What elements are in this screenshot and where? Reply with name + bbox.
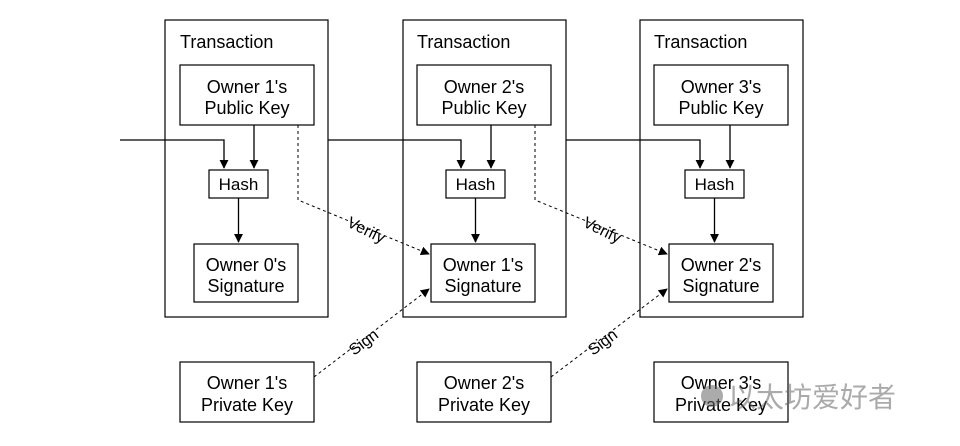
transaction-2-hash-label: Hash [456, 175, 496, 194]
transaction-3: Transaction Owner 3's Public Key Hash Ow… [639, 19, 804, 318]
chain-connectors [120, 125, 735, 243]
transaction-1: Transaction Owner 1's Public Key Hash Ow… [164, 19, 329, 318]
transaction-1-title: Transaction [180, 32, 273, 52]
private-key-3-line2: Private Key [675, 395, 767, 415]
prev-tx-to-hash-1-arrow [120, 139, 229, 169]
watermark-logo-icon [701, 385, 723, 407]
private-key-3-box [653, 361, 789, 423]
transaction-2-signature-line1: Owner 1's [443, 255, 523, 275]
transaction-1-public-key-line2: Public Key [204, 98, 289, 118]
private-key-1-line1: Owner 1's [207, 373, 287, 393]
private-key-3-line1: Owner 3's [681, 373, 761, 393]
sign-label-2: Sign [585, 326, 621, 359]
verify-label-1: Verify [344, 214, 387, 247]
private-key-2: Owner 2's Private Key [416, 361, 552, 423]
private-key-1-line2: Private Key [201, 395, 293, 415]
tx-1-to-hash-2-arrow [328, 139, 466, 169]
transaction-3-public-key-box [653, 64, 789, 126]
sign-arrow-2 [550, 288, 668, 378]
transaction-3-public-key-line2: Public Key [678, 98, 763, 118]
transaction-2-public-key-box [416, 64, 552, 126]
transaction-1-public-key-box [179, 64, 315, 126]
transaction-3-hash-label: Hash [695, 175, 735, 194]
transaction-2-signature-box [430, 243, 536, 303]
verify-arrow-1 [297, 125, 430, 256]
private-key-1: Owner 1's Private Key [179, 361, 315, 423]
tx-2-to-hash-3-arrow [566, 139, 705, 169]
transaction-1-signature-line2: Signature [207, 276, 284, 296]
sign-arrow-1 [313, 288, 430, 378]
private-key-2-line1: Owner 2's [444, 373, 524, 393]
transaction-1-signature-box [193, 243, 299, 303]
transaction-3-hash-box [684, 169, 745, 199]
transaction-3-signature-line2: Signature [682, 276, 759, 296]
transaction-1-public-key-line1: Owner 1's [207, 77, 287, 97]
sign-label-1: Sign [346, 326, 382, 359]
private-key-2-box [416, 361, 552, 423]
private-key-1-box [179, 361, 315, 423]
transaction-2-signature-line2: Signature [444, 276, 521, 296]
transaction-2-public-key-line1: Owner 2's [444, 77, 524, 97]
private-key-3: Owner 3's Private Key [653, 361, 789, 423]
transaction-1-hash-label: Hash [219, 175, 259, 194]
transaction-3-title: Transaction [654, 32, 747, 52]
watermark: 以太坊爱好者 [701, 382, 896, 413]
private-key-2-line2: Private Key [438, 395, 530, 415]
transaction-2-title: Transaction [417, 32, 510, 52]
transaction-3-signature-line1: Owner 2's [681, 255, 761, 275]
verify-label-2: Verify [580, 214, 623, 247]
verify-arrow-2 [534, 125, 668, 256]
transaction-1-signature-line1: Owner 0's [206, 255, 286, 275]
transaction-2: Transaction Owner 2's Public Key Hash Ow… [402, 19, 567, 318]
transaction-3-public-key-line1: Owner 3's [681, 77, 761, 97]
transaction-3-signature-box [668, 243, 774, 303]
watermark-text: 以太坊爱好者 [728, 382, 896, 413]
transaction-2-public-key-line2: Public Key [441, 98, 526, 118]
